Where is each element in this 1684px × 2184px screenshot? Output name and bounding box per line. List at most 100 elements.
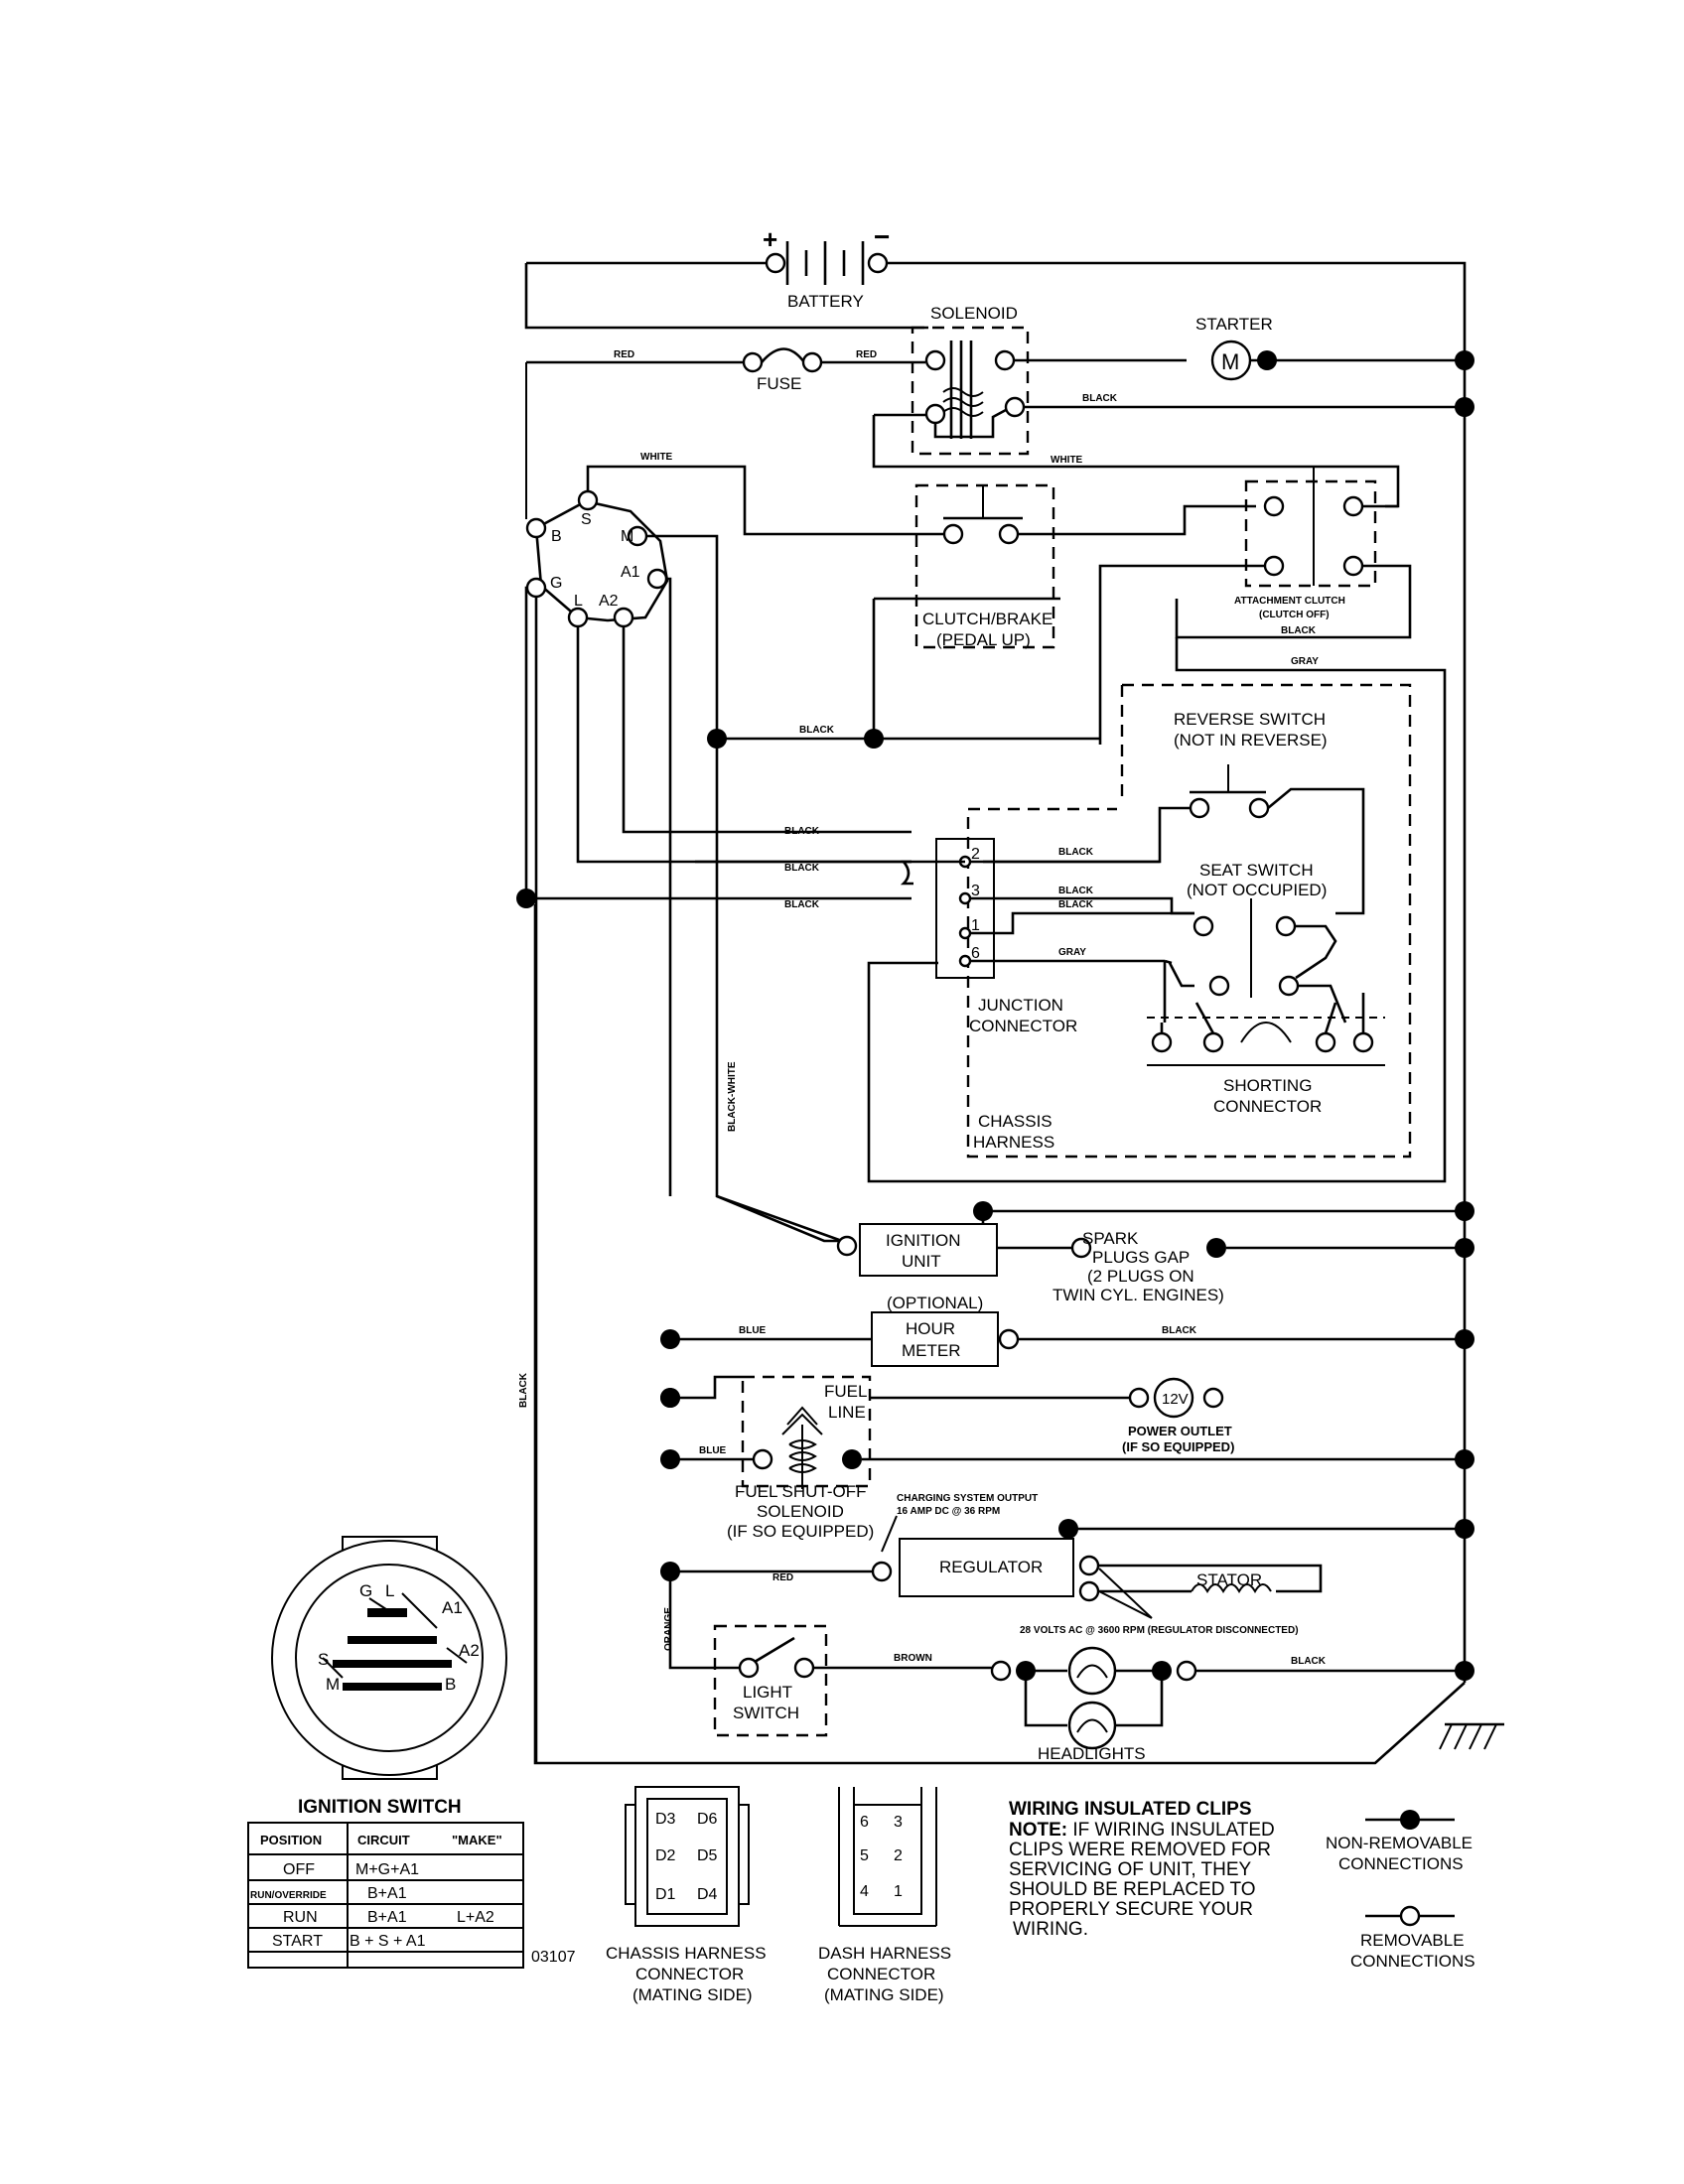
- wire-blue-hm: BLUE: [739, 1325, 767, 1336]
- reverse-line1: REVERSE SWITCH: [1174, 710, 1326, 729]
- wire-black-l1: BLACK: [784, 826, 820, 837]
- stator-note: 28 VOLTS AC @ 3600 RPM (REGULATOR DISCON…: [1020, 1625, 1299, 1636]
- face-label-l: L: [385, 1581, 394, 1600]
- battery-label: BATTERY: [787, 292, 864, 311]
- ign-term-m: M: [621, 528, 633, 545]
- headlights-label: HEADLIGHTS: [1038, 1744, 1146, 1763]
- ign-term-l: L: [574, 593, 583, 610]
- headlights: BLACK HEADLIGHTS: [990, 1646, 1474, 1763]
- note-title: WIRING INSULATED CLIPS: [1009, 1799, 1252, 1820]
- wire-black-bus: BLACK: [799, 725, 835, 736]
- battery-minus: −: [874, 221, 890, 252]
- hour-meter: (OPTIONAL) HOUR METER BLUE BLACK: [660, 1294, 1474, 1367]
- table-header-circuit: CIRCUIT: [357, 1833, 410, 1847]
- starter-symbol: M: [1221, 349, 1239, 374]
- jc-pin-2: 2: [971, 846, 980, 863]
- shorting-line1: SHORTING: [1223, 1076, 1312, 1095]
- spark-line3: (2 PLUGS ON: [1087, 1267, 1194, 1286]
- note-line: IF WIRING INSULATED: [1072, 1820, 1274, 1841]
- table-header-position: POSITION: [260, 1833, 322, 1847]
- shorting-line2: CONNECTOR: [1213, 1097, 1322, 1116]
- outlet-symbol: 12V: [1162, 1391, 1189, 1408]
- table-row-circuit: B+A1: [367, 1909, 407, 1926]
- legend-nonremovable-1: NON-REMOVABLE: [1326, 1834, 1473, 1852]
- black-bus-clutch: BLACK: [707, 725, 1100, 749]
- junction-line2: CONNECTOR: [969, 1017, 1077, 1035]
- dc-pin: 6: [860, 1814, 869, 1831]
- dc-pin: 5: [860, 1847, 869, 1864]
- ignition-unit-line1: IGNITION: [886, 1231, 961, 1250]
- note-line: WIRING.: [1013, 1919, 1088, 1940]
- dash-conn-line1: DASH HARNESS: [818, 1944, 951, 1963]
- fuel-shutoff-solenoid: FUEL LINE BLUE FUEL SHUT-OFF SOLENOID (I…: [660, 1375, 1474, 1541]
- table-row-make: L+A2: [457, 1909, 494, 1926]
- wire-black-j2: BLACK: [1058, 847, 1094, 858]
- chassis-conn-line1: CHASSIS HARNESS: [606, 1944, 767, 1963]
- wire-gray-j6: GRAY: [1058, 947, 1086, 958]
- wire-black-hl: BLACK: [1291, 1656, 1327, 1667]
- cc-pin: D3: [655, 1811, 676, 1828]
- light-line1: LIGHT: [743, 1683, 792, 1702]
- fuel-line2: LINE: [828, 1403, 866, 1422]
- starter-label: STARTER: [1195, 315, 1273, 334]
- ground-symbol-icon: [1439, 1722, 1504, 1750]
- battery: + − BATTERY: [524, 221, 928, 330]
- note-line: SERVICING OF UNIT, THEY: [1009, 1859, 1252, 1880]
- solenoid-label: SOLENOID: [930, 304, 1018, 323]
- junction-line1: JUNCTION: [978, 996, 1063, 1015]
- wire-red-2: RED: [856, 349, 877, 360]
- shorting-connector: SHORTING CONNECTOR: [1147, 993, 1385, 1116]
- dash-conn-line3: (MATING SIDE): [824, 1985, 944, 2004]
- dc-pin: 3: [894, 1814, 903, 1831]
- wire-black-j3: BLACK: [1058, 886, 1094, 896]
- chassis-line1: CHASSIS: [978, 1112, 1052, 1131]
- ignition-switch-title: IGNITION SWITCH: [298, 1797, 462, 1818]
- cc-pin: D6: [697, 1811, 718, 1828]
- note-line: SHOULD BE REPLACED TO: [1009, 1879, 1255, 1900]
- face-label-b: B: [445, 1675, 456, 1694]
- jc-pin-3: 3: [971, 883, 980, 899]
- table-row-position: START: [272, 1933, 323, 1950]
- wire-orange: ORANGE: [663, 1607, 674, 1651]
- ign-term-b: B: [551, 528, 562, 545]
- hour-line2: METER: [902, 1341, 961, 1360]
- dc-pin: 4: [860, 1883, 869, 1900]
- legend-nonremovable-2: CONNECTIONS: [1338, 1854, 1464, 1873]
- ign-term-a1: A1: [621, 564, 640, 581]
- power-outlet: 12V POWER OUTLET (IF SO EQUIPPED): [870, 1377, 1234, 1454]
- seat-line1: SEAT SWITCH: [1199, 861, 1314, 880]
- wire-black-ac: BLACK: [1281, 625, 1317, 636]
- ignition-unit: IGNITION UNIT SPARK PLUGS GAP (2 PLUGS O…: [716, 1194, 1474, 1304]
- face-label-m: M: [326, 1675, 340, 1694]
- attachment-clutch-switch: ATTACHMENT CLUTCH (CLUTCH OFF) BLACK: [1098, 467, 1412, 745]
- wire-white-ign: WHITE: [640, 452, 673, 463]
- dash-harness-connector: 6 3 5 2 4 1 DASH HARNESS CONNECTOR (MATI…: [818, 1787, 951, 2004]
- spark-line4: TWIN CYL. ENGINES): [1052, 1286, 1224, 1304]
- seat-switch: SEAT SWITCH (NOT OCCUPIED): [1163, 861, 1347, 1024]
- table-row-circuit: M+G+A1: [355, 1861, 419, 1878]
- chassis-harness: GRAY CHASSIS HARNESS: [867, 637, 1447, 1183]
- seat-line2: (NOT OCCUPIED): [1187, 881, 1327, 899]
- ign-term-a2: A2: [599, 593, 619, 610]
- spark-line2: PLUGS GAP: [1092, 1248, 1190, 1267]
- wire-red-reg: RED: [772, 1572, 793, 1583]
- fuel-shutoff-line3: (IF SO EQUIPPED): [727, 1522, 874, 1541]
- table-row-position: OFF: [283, 1861, 315, 1878]
- stator-label: STATOR: [1196, 1570, 1262, 1589]
- wire-black-vert: BLACK: [518, 1372, 529, 1408]
- dc-pin: 2: [894, 1847, 903, 1864]
- table-row-position: RUN: [283, 1909, 318, 1926]
- cc-pin: D4: [697, 1886, 718, 1903]
- face-label-s: S: [318, 1650, 329, 1669]
- note-prefix: NOTE:: [1009, 1820, 1067, 1841]
- table-row-circuit: B+A1: [367, 1885, 407, 1902]
- note-line: CLIPS WERE REMOVED FOR: [1009, 1840, 1271, 1860]
- dc-pin: 1: [894, 1883, 903, 1900]
- fuel-shutoff-line2: SOLENOID: [757, 1502, 844, 1521]
- clutch-brake-line2: (PEDAL UP): [936, 630, 1031, 649]
- ignition-switch-table: POSITION CIRCUIT "MAKE" OFF M+G+A1 RUN/O…: [247, 1822, 524, 1969]
- wiring-clips-note: WIRING INSULATED CLIPS NOTE: IF WIRING I…: [1009, 1799, 1275, 1940]
- legend-removable-2: CONNECTIONS: [1350, 1952, 1475, 1971]
- ignition-wiring: WHITE BLACK-WHITE BLACK: [518, 452, 943, 1763]
